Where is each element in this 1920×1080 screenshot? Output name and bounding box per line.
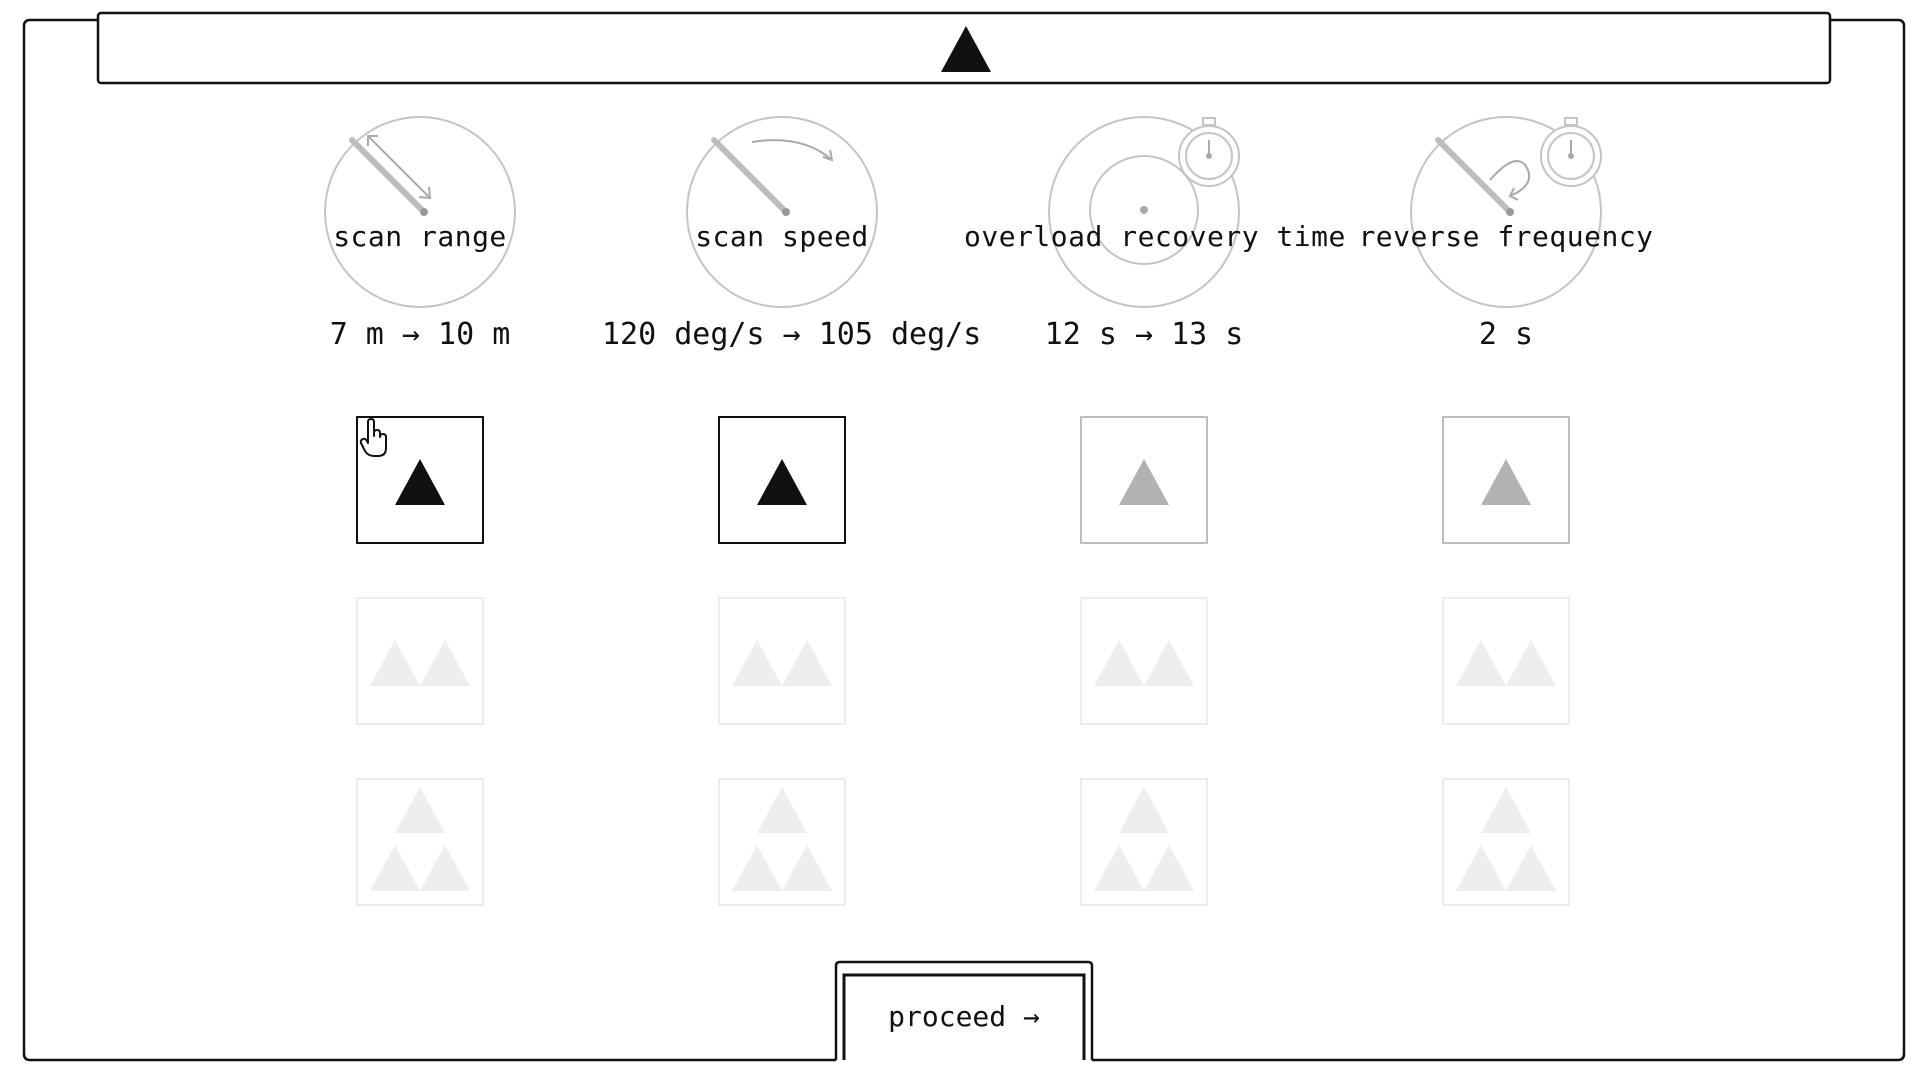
upgrade-button-reverse-frequency-tier-2[interactable] (1442, 597, 1570, 725)
triangle-mark (732, 845, 782, 891)
upgrade-button-scan-speed-tier-2[interactable] (718, 597, 846, 725)
triple-triangle-icon (1094, 787, 1194, 891)
upgrade-button-scan-range-tier-2[interactable] (356, 597, 484, 725)
stat-overload-recovery-time: overload recovery time 12 s → 13 s (964, 112, 1346, 372)
stat-value: 7 m → 10 m (329, 317, 511, 352)
stat-value: 120 deg/s → 105 deg/s (602, 317, 982, 352)
triangle-mark (1119, 787, 1169, 833)
stat-value: 12 s → 13 s (1044, 317, 1244, 352)
triangle-mark (1481, 787, 1531, 833)
triangle-mark (782, 640, 832, 686)
triangle-mark (420, 845, 470, 891)
double-triangle-icon (732, 640, 832, 686)
triangle-mark (420, 640, 470, 686)
stat-reverse-frequency: reverse frequency 2 s (1326, 112, 1686, 372)
triangle-mark (757, 787, 807, 833)
upgrade-button-scan-speed-tier-3[interactable] (718, 778, 846, 906)
triangle-mark (370, 845, 420, 891)
stat-name: overload recovery time (964, 220, 1346, 253)
curved-speed-arrow-icon (686, 116, 878, 308)
triangle-mark (1144, 640, 1194, 686)
triangle-icon (1119, 459, 1169, 505)
triangle-mark (395, 459, 445, 505)
pointer-hand-icon (359, 418, 387, 457)
upgrade-button-reverse-frequency-tier-3[interactable] (1442, 778, 1570, 906)
triple-triangle-icon (1456, 787, 1556, 891)
double-triangle-icon (1456, 640, 1556, 686)
upgrade-button-overload-recovery-tier-3[interactable] (1080, 778, 1208, 906)
upgrade-button-overload-recovery-tier-1[interactable] (1080, 416, 1208, 544)
stat-value: 2 s (1478, 317, 1534, 352)
stat-scan-range: scan range 7 m → 10 m (240, 112, 600, 372)
double-triangle-icon (370, 640, 470, 686)
triangle-icon (1481, 459, 1531, 505)
triple-triangle-icon (370, 787, 470, 891)
triangle-icon (941, 26, 991, 72)
triangle-mark (732, 640, 782, 686)
triangle-mark (370, 640, 420, 686)
upgrade-button-overload-recovery-tier-2[interactable] (1080, 597, 1208, 725)
triangle-mark (1481, 459, 1531, 505)
upgrade-button-scan-speed-tier-1[interactable] (718, 416, 846, 544)
upgrade-button-scan-range-tier-1[interactable] (356, 416, 484, 544)
double-triangle-icon (1094, 640, 1194, 686)
triangle-mark (757, 459, 807, 505)
reverse-arrow-stopwatch-icon (1410, 116, 1602, 308)
triangle-mark (782, 845, 832, 891)
triangle-mark (1506, 845, 1556, 891)
triangle-mark (1119, 459, 1169, 505)
stopwatch-icon (1048, 116, 1240, 308)
stat-scan-speed: scan speed 120 deg/s → 105 deg/s (602, 112, 982, 372)
triangle-mark (1094, 845, 1144, 891)
triangle-mark (395, 787, 445, 833)
stat-name: scan speed (695, 220, 869, 253)
triangle-mark (1506, 640, 1556, 686)
triangle-icon (395, 459, 445, 505)
diagonal-range-arrow-icon (324, 116, 516, 308)
upgrade-button-scan-range-tier-3[interactable] (356, 778, 484, 906)
proceed-button[interactable]: proceed → (844, 975, 1084, 1057)
triangle-mark (1456, 640, 1506, 686)
triangle-mark (1094, 640, 1144, 686)
upgrade-button-reverse-frequency-tier-1[interactable] (1442, 416, 1570, 544)
triangle-mark (1456, 845, 1506, 891)
stat-name: reverse frequency (1358, 220, 1654, 253)
stat-name: scan range (333, 220, 507, 253)
triangle-mark (1144, 845, 1194, 891)
triangle-icon (757, 459, 807, 505)
triple-triangle-icon (732, 787, 832, 891)
